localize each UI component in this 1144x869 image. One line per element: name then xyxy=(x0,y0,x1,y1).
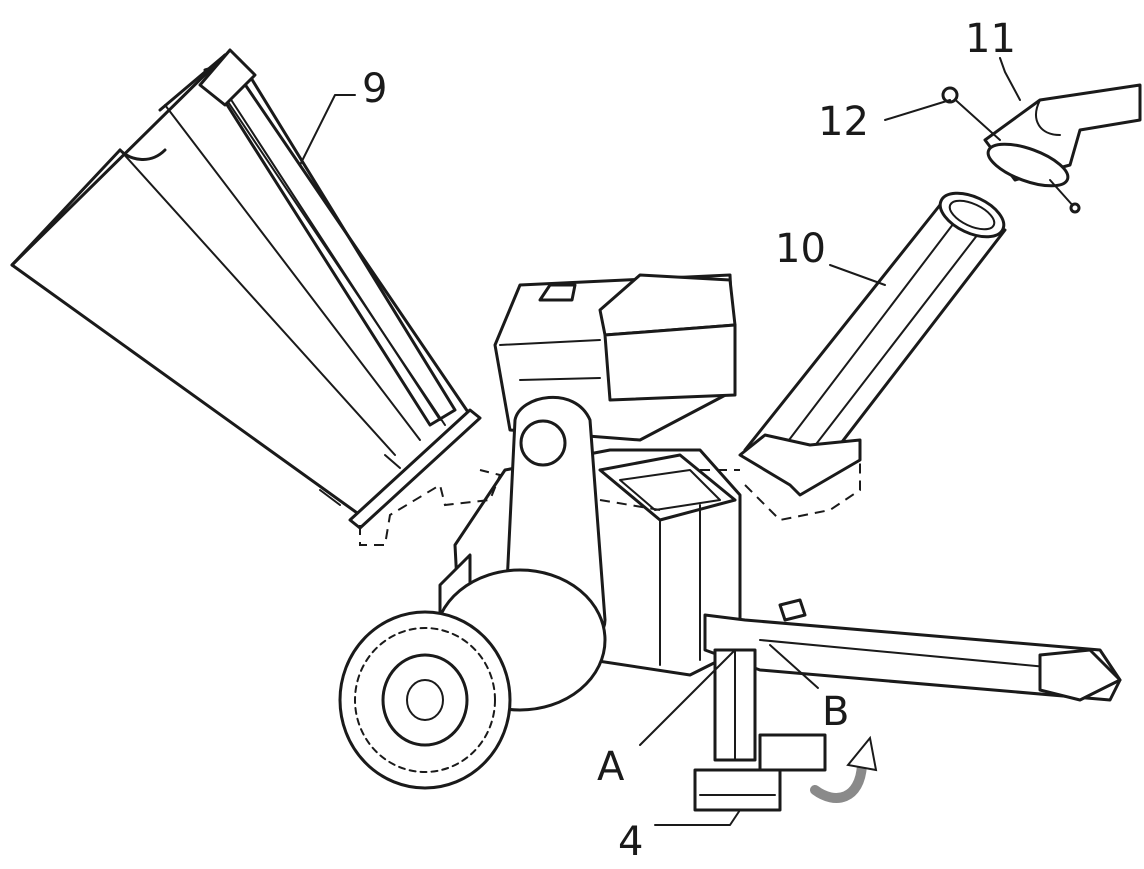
wheel-front xyxy=(338,610,512,790)
adjustment-knob xyxy=(941,86,1001,141)
label-12: 12 xyxy=(818,99,869,145)
label-4: 4 xyxy=(618,819,643,865)
discharge-chute xyxy=(738,191,1007,497)
dashed-mounting-outlines xyxy=(359,460,861,546)
feed-hopper xyxy=(10,48,482,530)
label-a: A xyxy=(597,744,625,790)
label-9: 9 xyxy=(362,66,387,112)
tow-bar xyxy=(703,598,1122,702)
rotation-arrow xyxy=(810,735,878,803)
label-10: 10 xyxy=(775,226,826,272)
deflector-cap xyxy=(983,83,1142,214)
leader-lines xyxy=(299,57,1021,826)
label-11: 11 xyxy=(965,16,1016,62)
support-stand xyxy=(693,648,827,812)
label-b: B xyxy=(822,689,849,735)
